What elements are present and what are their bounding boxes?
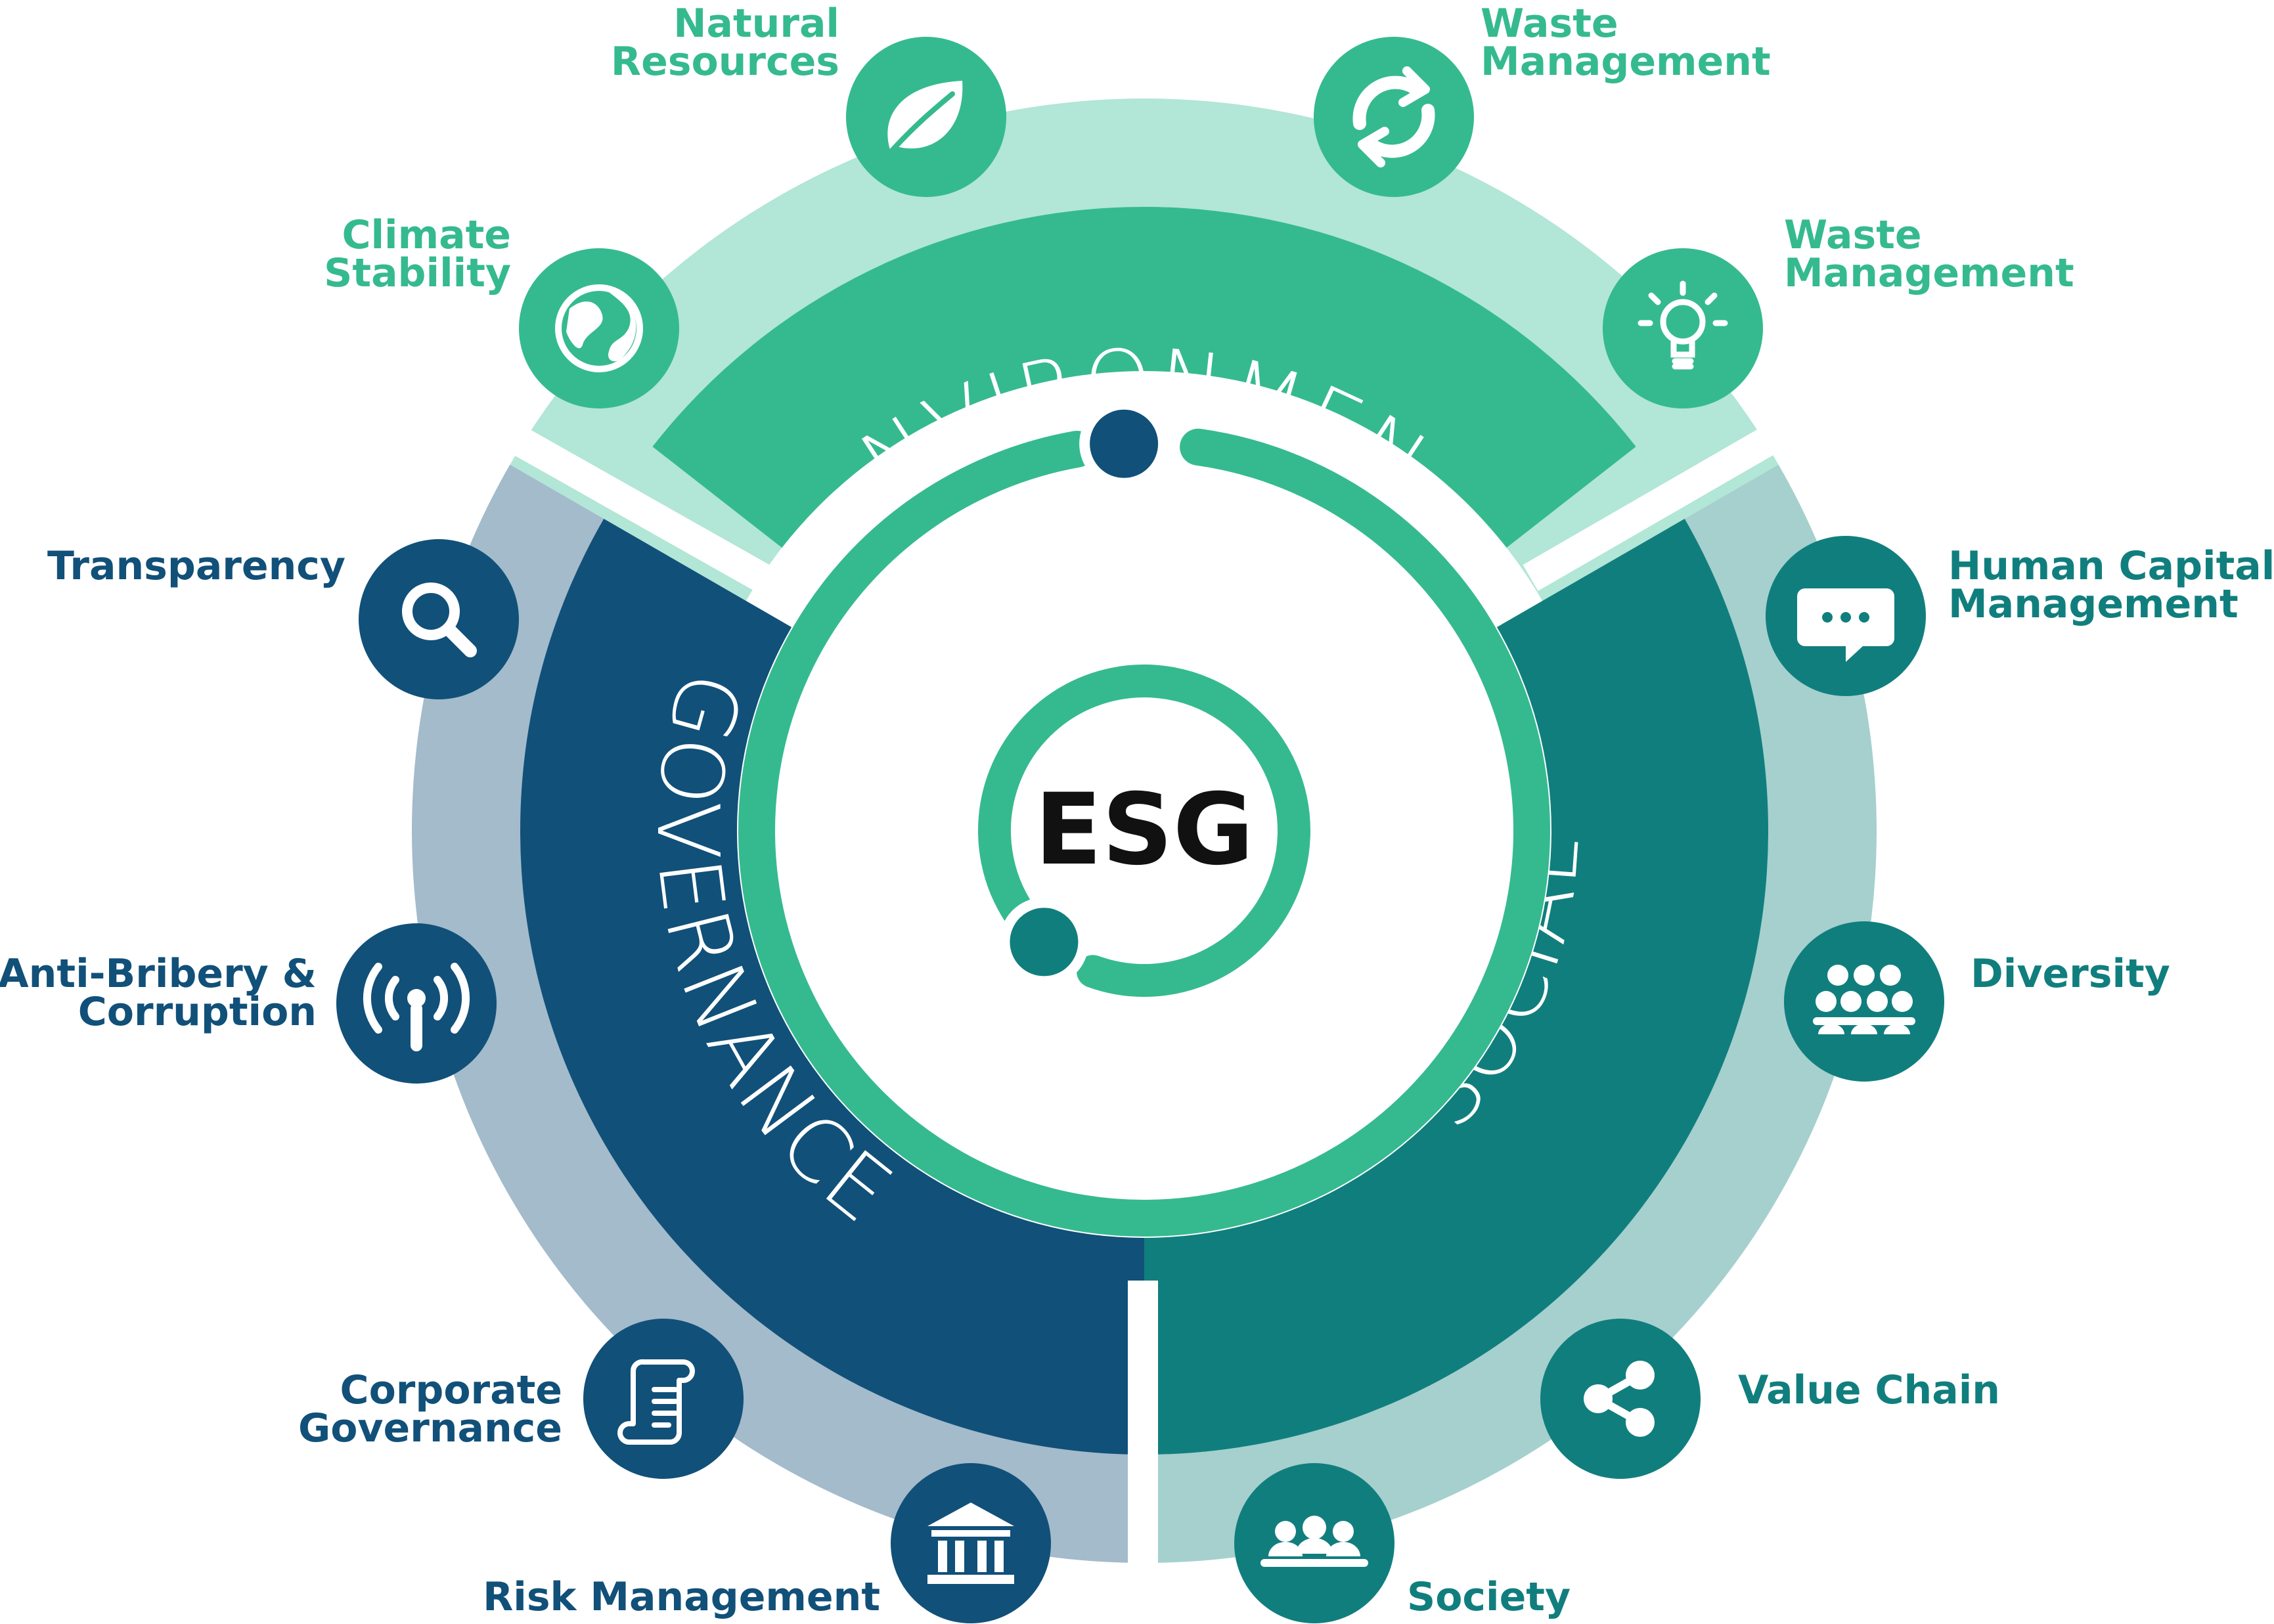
share-icon — [1584, 1361, 1655, 1437]
gov-item-corporate-governance-line1: Corporate — [340, 1367, 562, 1413]
inner-ring-dot — [999, 897, 1089, 987]
social-band — [1144, 519, 1768, 1455]
environment-band — [652, 207, 1636, 548]
env-item-natural-resources-line2: Resources — [611, 39, 839, 85]
soc-item-value-chain-line1: Value Chain — [1738, 1367, 2000, 1413]
globe-icon — [555, 284, 643, 372]
soc-item-human-capital[interactable]: Human Capital Management — [1766, 536, 2274, 696]
chat-bubble-icon — [1797, 588, 1894, 662]
soc-item-human-capital-line2: Management — [1948, 581, 2239, 627]
env-item-climate-stability[interactable]: Climate Stability — [324, 212, 679, 408]
segment-bands — [520, 207, 1768, 1455]
env-item-natural-resources-line1: Natural — [673, 1, 839, 47]
inner-progress-ring — [978, 665, 1310, 997]
soc-item-human-capital-line1: Human Capital — [1948, 543, 2274, 589]
center-esg-label: ESG — [1035, 773, 1254, 887]
gov-item-risk-management-line1: Risk Management — [483, 1574, 880, 1620]
gov-item-risk-management[interactable]: Risk Management — [483, 1463, 1051, 1623]
gov-item-transparency[interactable]: Transparency — [47, 539, 519, 699]
gov-item-corporate-governance-line2: Governance — [298, 1405, 562, 1451]
env-item-waste-management-2[interactable]: Waste Management — [1603, 212, 2074, 408]
env-item-waste-management-2-line2: Management — [1784, 250, 2074, 296]
gov-item-corporate-governance[interactable]: Corporate Governance — [298, 1319, 744, 1479]
scroll-icon — [617, 1359, 695, 1445]
gov-item-anti-bribery[interactable]: Anti-Bribery & Corruption — [0, 923, 497, 1084]
top-ring-dot — [1079, 399, 1169, 489]
env-item-waste-management[interactable]: Waste Management — [1314, 1, 1771, 197]
bank-icon — [927, 1503, 1014, 1584]
segment-separators — [452, 393, 1834, 1624]
lightbulb-icon — [1638, 280, 1728, 370]
gov-item-anti-bribery-line1: Anti-Bribery & — [0, 951, 317, 997]
leaf-icon — [884, 81, 963, 159]
gov-item-anti-bribery-line2: Corruption — [78, 989, 317, 1035]
antenna-icon — [363, 963, 470, 1051]
env-item-climate-stability-line1: Climate — [342, 212, 511, 258]
soc-item-society-line1: Society — [1407, 1574, 1571, 1620]
inner-rings — [738, 399, 1550, 1237]
env-item-waste-management-line1: Waste — [1481, 1, 1618, 47]
soc-item-society[interactable]: Society — [1234, 1463, 1571, 1623]
env-item-climate-stability-line2: Stability — [324, 250, 511, 296]
env-item-waste-management-2-line1: Waste — [1784, 212, 1922, 258]
soc-item-value-chain[interactable]: Value Chain — [1540, 1319, 2000, 1479]
soc-item-diversity[interactable]: Diversity — [1784, 921, 2170, 1082]
people-group-icon — [1813, 965, 1915, 1034]
env-item-waste-management-line2: Management — [1481, 39, 1771, 85]
soc-item-diversity-line1: Diversity — [1971, 951, 2170, 997]
community-icon — [1260, 1516, 1368, 1567]
env-item-natural-resources[interactable]: Natural Resources — [611, 1, 1006, 197]
gov-item-transparency-line1: Transparency — [47, 543, 346, 589]
governance-band — [520, 519, 1144, 1455]
recycle-icon — [1352, 66, 1435, 167]
magnifier-icon — [402, 582, 477, 657]
outer-progress-ring — [738, 428, 1550, 1237]
